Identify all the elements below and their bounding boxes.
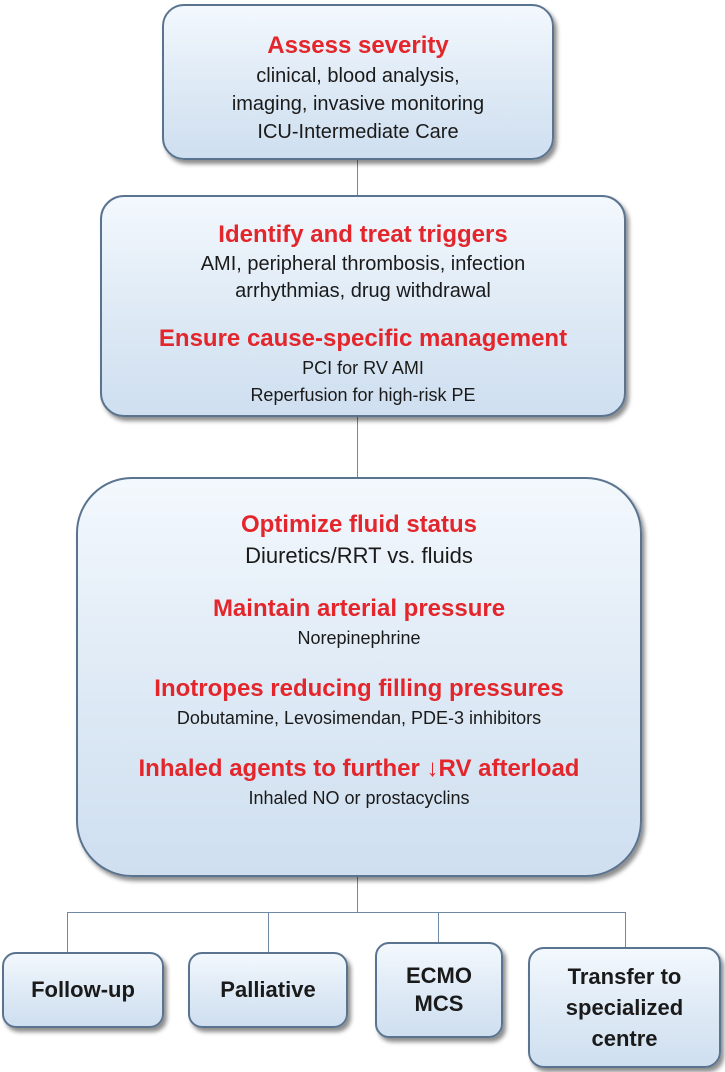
- arterial-pressure-text: Norepinephrine: [297, 628, 421, 648]
- cause-specific-heading: Ensure cause-specific management: [158, 325, 568, 352]
- triggers-management-box: Identify and treat triggers AMI, periphe…: [100, 195, 626, 417]
- branch-drop-1: [67, 912, 68, 952]
- arterial-pressure-heading: Maintain arterial pressure: [212, 595, 506, 622]
- cause-specific-line: Reperfusion for high-risk PE: [250, 385, 476, 405]
- ecmo-mcs-box: ECMO MCS: [375, 942, 503, 1038]
- assess-severity-line: clinical, blood analysis,: [256, 65, 460, 87]
- palliative-label: Palliative: [220, 977, 316, 1002]
- inotropes-text: Dobutamine, Levosimendan, PDE-3 inhibito…: [176, 708, 542, 728]
- ecmo-label: ECMO: [406, 963, 472, 988]
- follow-up-label: Follow-up: [31, 977, 135, 1002]
- connector-box2-box3: [357, 417, 358, 477]
- branch-horizontal-line: [67, 912, 625, 913]
- follow-up-box: Follow-up: [2, 952, 164, 1028]
- assess-severity-line: ICU-Intermediate Care: [257, 121, 459, 143]
- branch-drop-2: [268, 912, 269, 952]
- triggers-heading: Identify and treat triggers: [218, 221, 508, 248]
- connector-box1-box2: [357, 160, 358, 195]
- branch-drop-3: [438, 912, 439, 942]
- connector-box3-branch: [357, 877, 358, 912]
- branch-drop-4: [625, 912, 626, 947]
- fluid-status-text: Diuretics/RRT vs. fluids: [245, 543, 473, 568]
- transfer-label-line: centre: [591, 1026, 658, 1051]
- fluid-status-heading: Optimize fluid status: [240, 511, 477, 538]
- transfer-centre-box: Transfer to specialized centre: [528, 947, 721, 1068]
- triggers-line: arrhythmias, drug withdrawal: [235, 280, 491, 302]
- palliative-box: Palliative: [188, 952, 348, 1028]
- assess-severity-heading: Assess severity: [267, 32, 449, 59]
- inhaled-agents-text: Inhaled NO or prostacyclins: [248, 788, 470, 808]
- inhaled-agents-heading: Inhaled agents to further ↓RV afterload: [138, 755, 580, 782]
- inotropes-heading: Inotropes reducing filling pressures: [154, 675, 564, 702]
- triggers-line: AMI, peripheral thrombosis, infection: [200, 253, 526, 275]
- mcs-label: MCS: [414, 991, 464, 1016]
- transfer-label-line: Transfer to: [567, 964, 682, 989]
- cause-specific-line: PCI for RV AMI: [302, 358, 424, 378]
- assess-severity-line: imaging, invasive monitoring: [231, 93, 485, 115]
- assess-severity-box: Assess severity clinical, blood analysis…: [162, 4, 554, 160]
- transfer-label-line: specialized: [565, 995, 684, 1020]
- treatment-box: Optimize fluid status Diuretics/RRT vs. …: [76, 477, 642, 877]
